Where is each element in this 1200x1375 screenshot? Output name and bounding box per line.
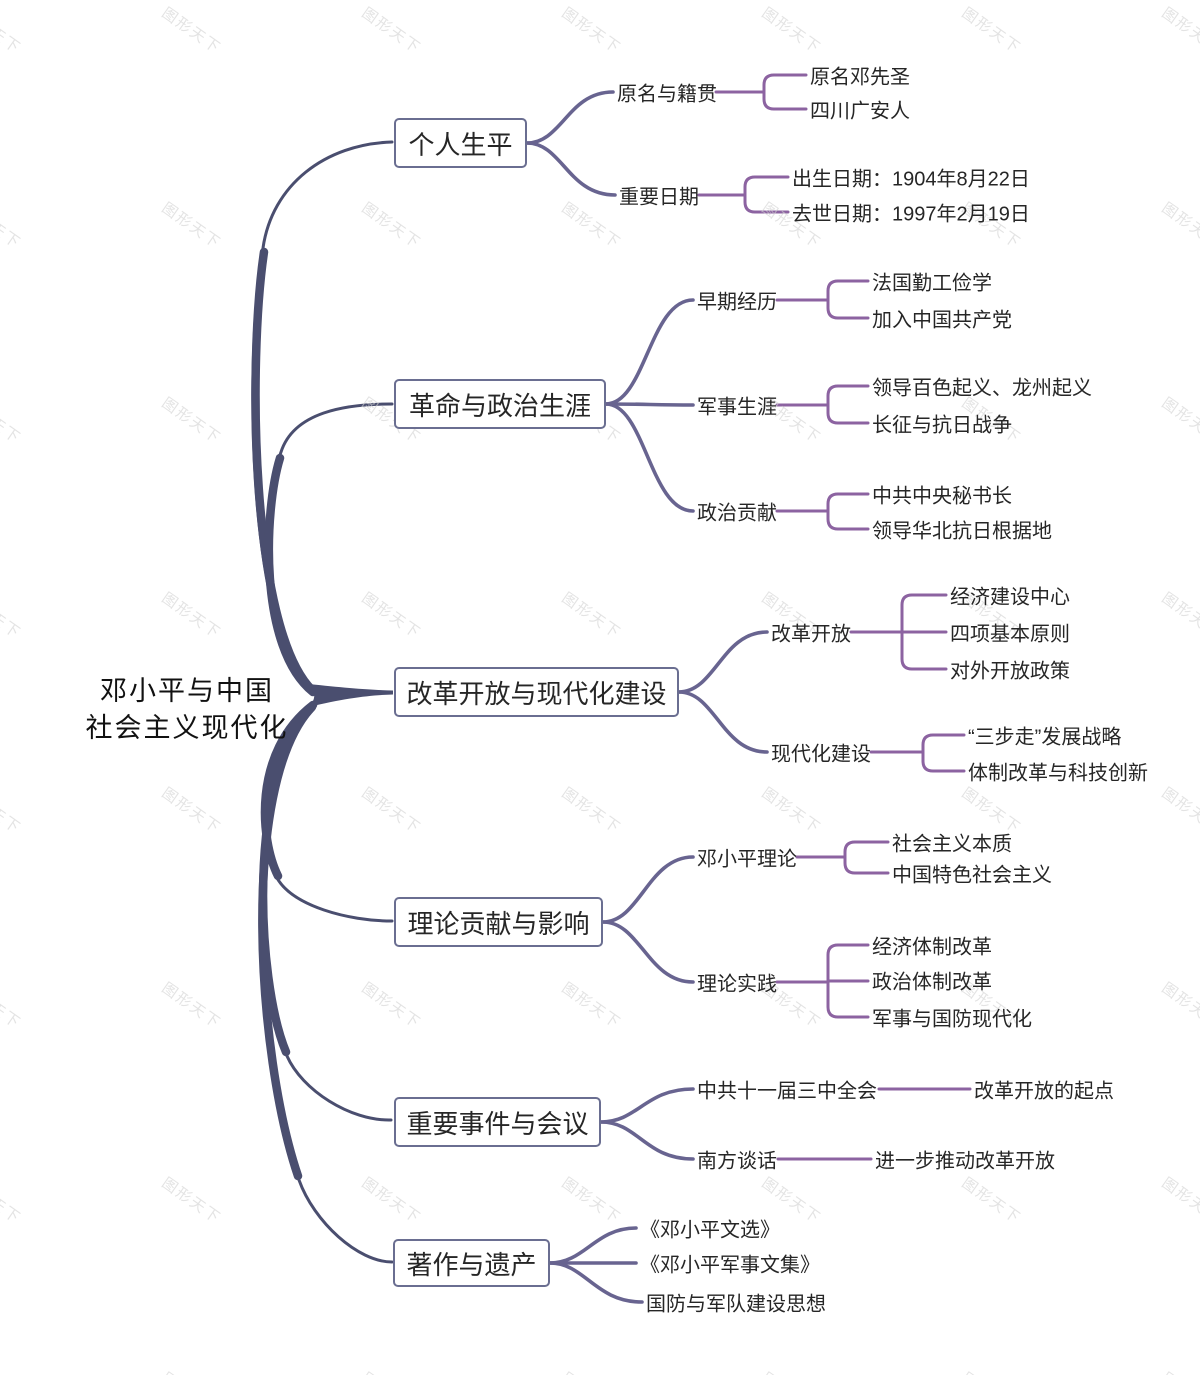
branch-box-events[interactable]: 重要事件与会议 (394, 1097, 601, 1147)
trunk-connector-works (259, 707, 394, 1264)
node-defense-thought[interactable]: 国防与军队建设思想 (646, 1293, 826, 1316)
node-early-exp[interactable]: 早期经历 (697, 291, 777, 314)
leaf-birth-date[interactable]: 出生日期：1904年8月22日 (792, 168, 1030, 191)
node-name-origin[interactable]: 原名与籍贯 (617, 83, 717, 106)
node-deng-theory[interactable]: 邓小平理论 (697, 848, 797, 871)
bracket-early-exp (775, 279, 870, 320)
node-reform-opening[interactable]: 改革开放 (771, 623, 851, 646)
bracket-key-dates (697, 175, 790, 214)
leaf-death-date[interactable]: 去世日期：1997年2月19日 (792, 203, 1030, 226)
leaf-uprisings[interactable]: 领导百色起义、龙州起义 (872, 377, 1092, 400)
branch-box-theory[interactable]: 理论贡献与影响 (394, 897, 603, 947)
node-political-contrib[interactable]: 政治贡献 (697, 502, 777, 525)
node-selected-works[interactable]: 《邓小平文选》 (640, 1219, 780, 1242)
branch-connector-defense-thought (548, 1261, 644, 1304)
branch-connector-plenary (599, 1087, 695, 1124)
branch-box-revolution[interactable]: 革命与政治生涯 (394, 379, 606, 429)
trunk-connector-personal-life-thick (251, 247, 317, 695)
branch-connector-modernization (677, 690, 769, 754)
branch-connector-reform-opening (677, 630, 769, 694)
node-plenary[interactable]: 中共十一届三中全会 (697, 1080, 877, 1103)
branch-connector-southern-talks (599, 1120, 695, 1161)
bracket-military-career (775, 384, 870, 425)
node-military-writings[interactable]: 《邓小平军事文集》 (640, 1254, 820, 1277)
branch-connector-key-dates (525, 141, 617, 197)
branch-box-personal-life[interactable]: 个人生平 (394, 118, 527, 168)
leaf-france-study[interactable]: 法国勤工俭学 (872, 272, 992, 295)
leaf-push-reform[interactable]: 进一步推动改革开放 (875, 1150, 1055, 1173)
leaf-economic-center[interactable]: 经济建设中心 (950, 586, 1070, 609)
node-modernization[interactable]: 现代化建设 (771, 743, 871, 766)
leaf-three-steps[interactable]: “三步走”发展战略 (968, 726, 1122, 749)
leaf-socialism-essence[interactable]: 社会主义本质 (892, 833, 1012, 856)
branch-box-works[interactable]: 著作与遗产 (393, 1239, 550, 1287)
branch-connector-theory-practice (601, 920, 695, 984)
leaf-military-modernization[interactable]: 军事与国防现代化 (872, 1008, 1032, 1031)
leaf-north-china-base[interactable]: 领导华北抗日根据地 (872, 520, 1052, 543)
bracket-modernization (869, 733, 966, 773)
leaf-chinese-socialism[interactable]: 中国特色社会主义 (892, 864, 1052, 887)
leaf-original-name[interactable]: 原名邓先圣 (810, 66, 910, 89)
node-southern-talks[interactable]: 南方谈话 (697, 1150, 777, 1173)
leaf-birthplace[interactable]: 四川广安人 (810, 100, 910, 123)
trunk-connector-reform-wedge (309, 684, 393, 707)
leaf-secretary-general[interactable]: 中共中央秘书长 (872, 485, 1012, 508)
bracket-theory-practice (775, 943, 870, 1019)
branch-connector-selected-works (548, 1226, 638, 1265)
leaf-political-reform[interactable]: 政治体制改革 (872, 971, 992, 994)
leaf-long-march[interactable]: 长征与抗日战争 (872, 414, 1012, 437)
branch-connector-political-contrib (604, 402, 695, 513)
trunk-connector-revolution-thick (264, 453, 318, 697)
root-node[interactable]: 邓小平与中国 社会主义现代化 (85, 676, 289, 743)
branch-connector-early-exp (604, 298, 695, 406)
bracket-name-origin (714, 73, 808, 111)
leaf-open-policy[interactable]: 对外开放政策 (950, 660, 1070, 683)
leaf-join-party[interactable]: 加入中国共产党 (872, 309, 1012, 332)
bracket-political-contrib (775, 492, 870, 531)
node-military-career[interactable]: 军事生涯 (697, 396, 777, 419)
branch-connector-deng-theory (601, 855, 695, 924)
node-key-dates[interactable]: 重要日期 (619, 186, 699, 209)
branch-box-reform[interactable]: 改革开放与现代化建设 (394, 667, 679, 717)
leaf-economic-reform[interactable]: 经济体制改革 (872, 936, 992, 959)
branch-connector-military-career (604, 402, 695, 407)
leaf-reform-start[interactable]: 改革开放的起点 (974, 1080, 1114, 1103)
bracket-deng-theory (795, 840, 890, 875)
branch-connector-name-origin (525, 90, 615, 145)
bracket-reform-opening (849, 593, 948, 671)
node-theory-practice[interactable]: 理论实践 (697, 973, 777, 996)
leaf-four-principles[interactable]: 四项基本原则 (950, 623, 1070, 646)
leaf-system-reform-tech[interactable]: 体制改革与科技创新 (968, 762, 1148, 785)
trunk-connector-works-thick (258, 704, 315, 1181)
